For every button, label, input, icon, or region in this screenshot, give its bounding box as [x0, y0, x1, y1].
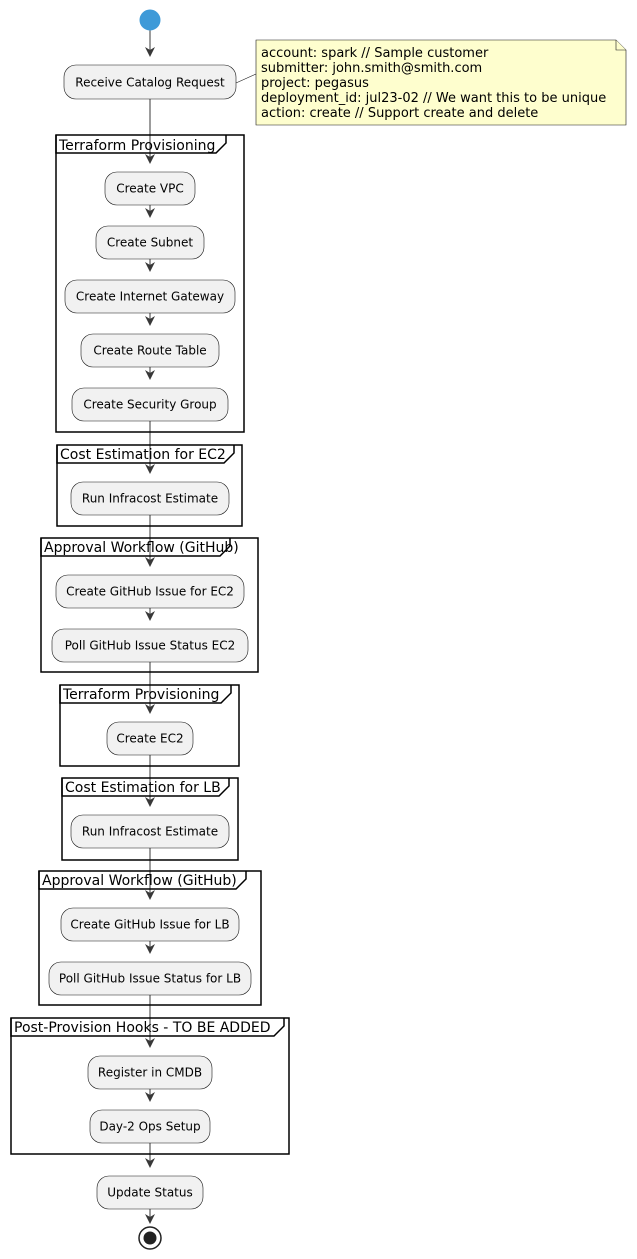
activity-label: Run Infracost Estimate	[82, 825, 218, 839]
group-cost-estimation-ec2: Cost Estimation for EC2	[56, 444, 243, 527]
activity-label: Update Status	[107, 1186, 193, 1200]
group-post-provision-hooks: Post-Provision Hooks - TO BE ADDED	[10, 1017, 290, 1155]
activity-day2-ops-setup: Day-2 Ops Setup	[89, 1109, 211, 1144]
activity-label: Create GitHub Issue for EC2	[66, 585, 234, 599]
activity-create-internet-gateway: Create Internet Gateway	[64, 279, 236, 314]
activity-label: Receive Catalog Request	[75, 76, 225, 90]
activity-poll-github-issue-ec2: Poll GitHub Issue Status EC2	[51, 628, 249, 663]
activity-create-github-issue-ec2: Create GitHub Issue for EC2	[55, 574, 245, 609]
group-cost-estimation-lb: Cost Estimation for LB	[61, 777, 239, 861]
group-title: Cost Estimation for EC2	[60, 447, 226, 463]
group-approval-workflow-lb: Approval Workflow (GitHub)	[38, 870, 262, 1006]
group-title: Cost Estimation for LB	[65, 780, 221, 796]
activity-create-security-group: Create Security Group	[71, 387, 229, 422]
note-line-submitter: submitter: john.smith@smith.com	[261, 61, 482, 76]
activity-poll-github-issue-lb: Poll GitHub Issue Status for LB	[48, 961, 252, 996]
activity-create-ec2: Create EC2	[106, 721, 194, 756]
activity-label: Create Subnet	[107, 236, 194, 250]
group-terraform-provisioning-network: Terraform Provisioning	[55, 134, 245, 433]
group-title: Terraform Provisioning	[62, 687, 219, 703]
activity-receive-catalog-request: Receive Catalog Request	[63, 64, 237, 100]
group-approval-workflow-ec2: Approval Workflow (GitHub)	[40, 537, 259, 673]
activity-create-github-issue-lb: Create GitHub Issue for LB	[60, 907, 240, 942]
activity-create-route-table: Create Route Table	[80, 333, 220, 368]
activity-run-infracost-lb: Run Infracost Estimate	[70, 814, 230, 849]
group-title: Post-Provision Hooks - TO BE ADDED	[14, 1020, 271, 1036]
activity-register-cmdb: Register in CMDB	[87, 1055, 213, 1090]
activity-label: Create Security Group	[83, 398, 216, 412]
group-title: Approval Workflow (GitHub)	[44, 540, 239, 556]
activity-label: Create EC2	[116, 732, 183, 746]
start-node	[139, 9, 161, 31]
activity-label: Day-2 Ops Setup	[99, 1120, 200, 1134]
note-line-account: account: spark // Sample customer	[261, 46, 489, 61]
activity-label: Create Route Table	[93, 344, 206, 358]
group-title: Terraform Provisioning	[58, 138, 215, 154]
group-terraform-provisioning-ec2: Terraform Provisioning	[59, 684, 240, 767]
activity-label: Create GitHub Issue for LB	[70, 918, 229, 932]
end-node	[138, 1226, 162, 1250]
activity-label: Register in CMDB	[98, 1066, 202, 1080]
activity-label: Create VPC	[116, 182, 184, 196]
activity-label: Poll GitHub Issue Status for LB	[59, 972, 241, 986]
group-title: Approval Workflow (GitHub)	[42, 873, 237, 889]
activity-label: Poll GitHub Issue Status EC2	[65, 639, 236, 653]
activity-label: Create Internet Gateway	[76, 290, 224, 304]
note-line-action: action: create // Support create and del…	[261, 106, 538, 121]
activity-run-infracost-ec2: Run Infracost Estimate	[70, 481, 230, 516]
note-line-project: project: pegasus	[261, 76, 369, 91]
activity-create-vpc: Create VPC	[104, 171, 196, 206]
activity-create-subnet: Create Subnet	[95, 225, 205, 260]
activity-label: Run Infracost Estimate	[82, 492, 218, 506]
note-line-deployment-id: deployment_id: jul23-02 // We want this …	[261, 91, 606, 106]
request-note: account: spark // Sample customer submit…	[235, 39, 627, 126]
activity-update-status: Update Status	[96, 1175, 204, 1210]
